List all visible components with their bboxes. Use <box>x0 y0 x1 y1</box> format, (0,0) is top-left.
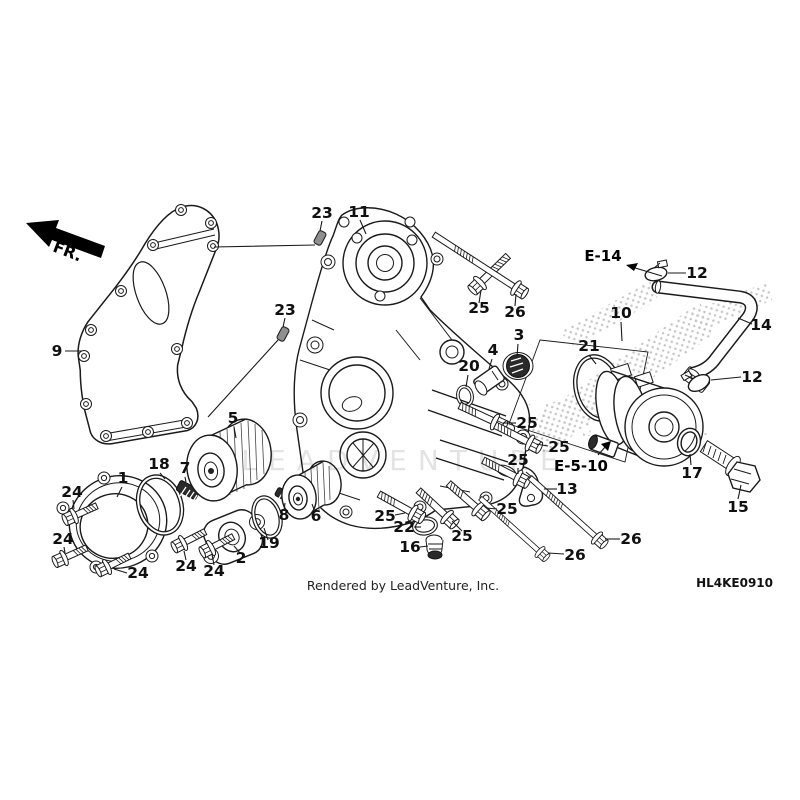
part-callout-16: 16 <box>399 538 421 556</box>
part-callout-20: 20 <box>458 357 480 375</box>
part-callout-1: 1 <box>118 469 129 487</box>
part-dowel-pin-23-top <box>313 230 327 246</box>
part-callout-23: 23 <box>274 301 296 319</box>
part-callout-25: 25 <box>468 299 490 317</box>
part-callout-26: 26 <box>564 546 586 564</box>
part-callout-24: 24 <box>203 562 225 580</box>
fr-direction-arrow: FR. <box>26 220 105 265</box>
part-callout-7: 7 <box>180 459 191 477</box>
part-gasket-9 <box>77 204 220 445</box>
part-callout-18: 18 <box>148 455 170 473</box>
part-callout-17: 17 <box>681 464 703 482</box>
part-callout-11: 11 <box>348 203 370 221</box>
leader-lines <box>63 219 753 574</box>
part-callout-8: 8 <box>279 506 290 524</box>
part-callout-9: 9 <box>52 342 63 360</box>
ref-label-e510: E-5-10 <box>554 457 608 475</box>
part-callout-10: 10 <box>610 304 632 322</box>
part-callout-19: 19 <box>258 534 280 552</box>
part-callout-22: 22 <box>393 518 415 536</box>
part-callout-2: 2 <box>236 549 247 567</box>
vendor-watermark-text: LEADVENTURE <box>241 444 568 477</box>
part-oil-cooler-10 <box>588 362 711 467</box>
part-spring-7 <box>175 480 201 504</box>
part-joint-bolt-15 <box>699 440 761 493</box>
gasket-bolt-holes <box>78 204 219 442</box>
part-callout-23: 23 <box>311 204 333 222</box>
part-hose-14 <box>651 280 758 380</box>
part-sealing-bolt-16 <box>425 534 444 560</box>
part-callout-24: 24 <box>175 557 197 575</box>
part-callout-24: 24 <box>52 530 74 548</box>
part-washer-17 <box>676 427 702 457</box>
part-callout-25: 25 <box>374 507 396 525</box>
part-callout-21: 21 <box>578 337 600 355</box>
part-collar-4 <box>473 365 505 396</box>
part-group-box-10 <box>508 339 649 463</box>
arrow-up-left-icon <box>26 220 105 258</box>
part-callout-5: 5 <box>228 409 239 427</box>
part-callout-3: 3 <box>514 326 525 344</box>
part-callout-12: 12 <box>741 368 763 386</box>
part-oil-filter-5 <box>186 418 272 502</box>
part-callout-26: 26 <box>620 530 642 548</box>
part-callout-14: 14 <box>750 316 772 334</box>
part-oring-18 <box>135 474 185 536</box>
part-filter-cover-1 <box>56 471 168 574</box>
part-callout-15: 15 <box>727 498 749 516</box>
part-callout-13: 13 <box>556 480 578 498</box>
part-callout-24: 24 <box>127 564 149 582</box>
e510-arrowhead-icon <box>601 441 611 451</box>
part-callout-25: 25 <box>548 438 570 456</box>
part-callout-25: 25 <box>516 414 538 432</box>
part-code: HL4KE0910 <box>696 576 773 590</box>
footer-credit: Rendered by LeadVenture, Inc. <box>307 578 499 593</box>
part-callout-24: 24 <box>61 483 83 501</box>
part-oring-19 <box>251 495 283 539</box>
part-callout-6: 6 <box>311 507 322 525</box>
part-cap-3 <box>502 352 534 380</box>
part-callout-12: 12 <box>686 264 708 282</box>
part-callout-25: 25 <box>496 500 518 518</box>
part-callout-26: 26 <box>504 303 526 321</box>
part-callout-25: 25 <box>451 527 473 545</box>
ref-arrows <box>597 263 663 456</box>
part-oil-filter-6 <box>281 460 342 520</box>
part-hose-clamp-12-bottom <box>680 370 711 393</box>
part-dowel-pin-23-mid <box>276 326 290 342</box>
part-callout-4: 4 <box>488 341 499 359</box>
part-callout-25: 25 <box>507 451 529 469</box>
ref-label-e14: E-14 <box>584 247 621 265</box>
e14-arrowhead-icon <box>626 263 638 271</box>
